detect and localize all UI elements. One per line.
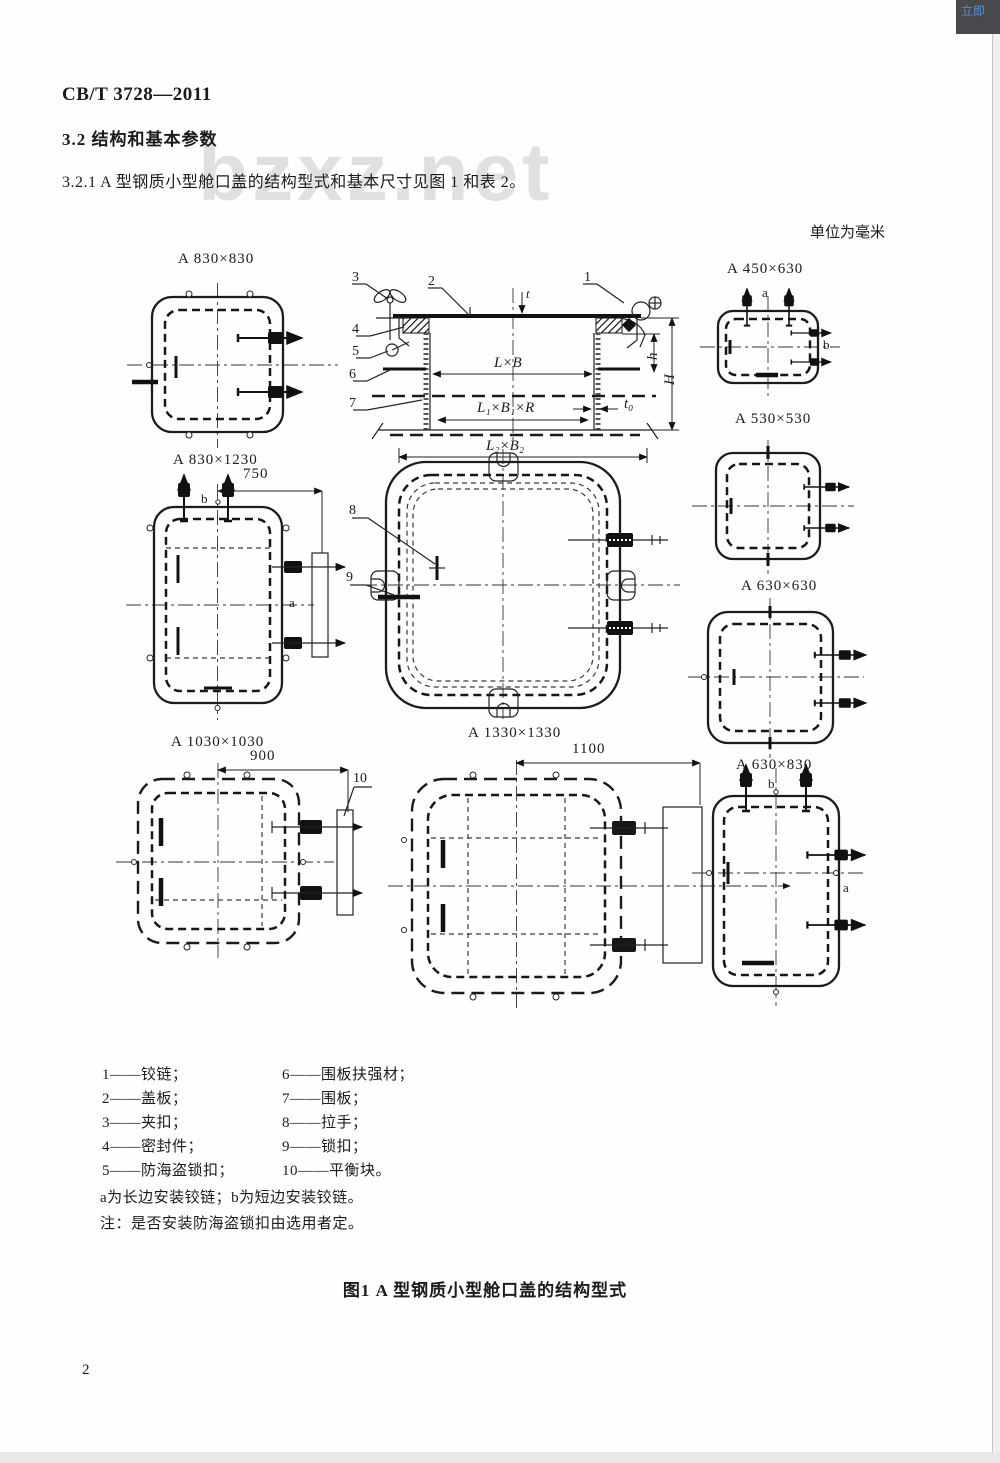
page-number: 2	[82, 1362, 90, 1378]
callout-10: 10	[353, 771, 367, 786]
dim-l2b2: L₂×B₂	[486, 438, 525, 454]
callout-2: 2	[428, 274, 435, 289]
legend-item-3: 3——夹扣；	[102, 1115, 188, 1131]
dim-l2b2	[398, 448, 648, 463]
legend-item-2: 2——盖板；	[102, 1091, 188, 1107]
legend-item-8: 8——拉手；	[282, 1115, 368, 1131]
dim-l1b1r: L₁×B₁×R	[477, 400, 535, 416]
label-450x630: A 450×630	[727, 261, 804, 277]
callout-6: 6	[349, 367, 356, 382]
diagram-530x530	[692, 440, 854, 574]
units-note: 单位为毫米	[810, 225, 886, 241]
dim-lxb: L×B	[494, 355, 522, 371]
diagram-830x1230	[126, 475, 347, 720]
callout-4: 4	[352, 322, 359, 337]
section-heading: 3.2 结构和基本参数	[62, 130, 218, 149]
hinge-letter-b-830x1230: b	[201, 491, 208, 506]
callout-7: 7	[349, 396, 356, 411]
label-630x630: A 630×630	[741, 578, 818, 594]
legend-item-4: 4——密封件；	[102, 1139, 204, 1155]
callout-5: 5	[352, 344, 359, 359]
hinge-letter-b-630x830: b	[768, 776, 775, 791]
dim-t: t	[526, 286, 530, 301]
legend-note-ab: a为长边安装铰链；b为短边安装铰链。	[100, 1190, 364, 1206]
corner-download-button[interactable]: 立即	[956, 0, 1000, 34]
dim-h: h	[645, 352, 661, 361]
dim-900: 900	[250, 748, 276, 764]
label-530x530: A 530×530	[735, 411, 812, 427]
clause-text: 3.2.1 A 型钢质小型舱口盖的结构型式和基本尺寸见图 1 和表 2。	[62, 174, 526, 191]
legend-note: 注：是否安装防海盗锁扣由选用者定。	[100, 1216, 364, 1232]
dim-1100: 1100	[572, 741, 606, 757]
hinge-letter-a-450x630: a	[762, 285, 768, 300]
callout-9: 9	[346, 570, 353, 585]
watermark: bzxz.net	[198, 127, 554, 218]
legend-item-7: 7——围板；	[282, 1091, 368, 1107]
diagram-830x830	[127, 283, 338, 448]
label-1330x1330: A 1330×1330	[468, 725, 562, 741]
label-830x830: A 830×830	[178, 251, 255, 267]
label-830x1230: A 830×1230	[173, 452, 258, 468]
callout-3: 3	[352, 270, 359, 285]
diagram-cross-section	[352, 283, 679, 442]
page-right-edge-shading	[993, 0, 1000, 1463]
legend-item-1: 1——铰链；	[102, 1067, 188, 1083]
dim-t0: t₀	[624, 396, 634, 412]
label-1030x1030: A 1030×1030	[171, 734, 265, 750]
legend-item-5: 5——防海盗锁扣；	[102, 1163, 235, 1179]
legend-item-9: 9——锁扣；	[282, 1139, 368, 1155]
hinge-letter-a-630x830: a	[843, 880, 849, 895]
callout-8: 8	[349, 503, 356, 518]
diagram-plan-view	[350, 449, 680, 719]
figure-caption: 图1 A 型钢质小型舱口盖的结构型式	[342, 1281, 628, 1300]
hinge-letter-a-830x1230: a	[289, 595, 295, 610]
diagram-630x630	[688, 598, 866, 758]
legend-item-10: 10——平衡块。	[282, 1163, 392, 1179]
page-right-edge-line	[992, 0, 993, 1463]
callout-1: 1	[584, 270, 591, 285]
diagram-1330x1330	[388, 759, 791, 1008]
dim-H: H	[662, 374, 678, 385]
diagram-630x830	[692, 765, 865, 1006]
page-bottom-edge-shading	[0, 1452, 1000, 1463]
dim-750: 750	[243, 466, 269, 482]
corner-download-label: 立即	[961, 4, 986, 18]
hinge-letter-b-450x630: b	[823, 337, 830, 352]
label-630x830: A 630×830	[736, 757, 813, 773]
diagram-450x630	[700, 289, 840, 399]
legend-item-6: 6——围板扶强材；	[282, 1067, 415, 1083]
diagram-1030x1030	[116, 763, 372, 958]
standard-number: CB/T 3728—2011	[62, 84, 212, 105]
